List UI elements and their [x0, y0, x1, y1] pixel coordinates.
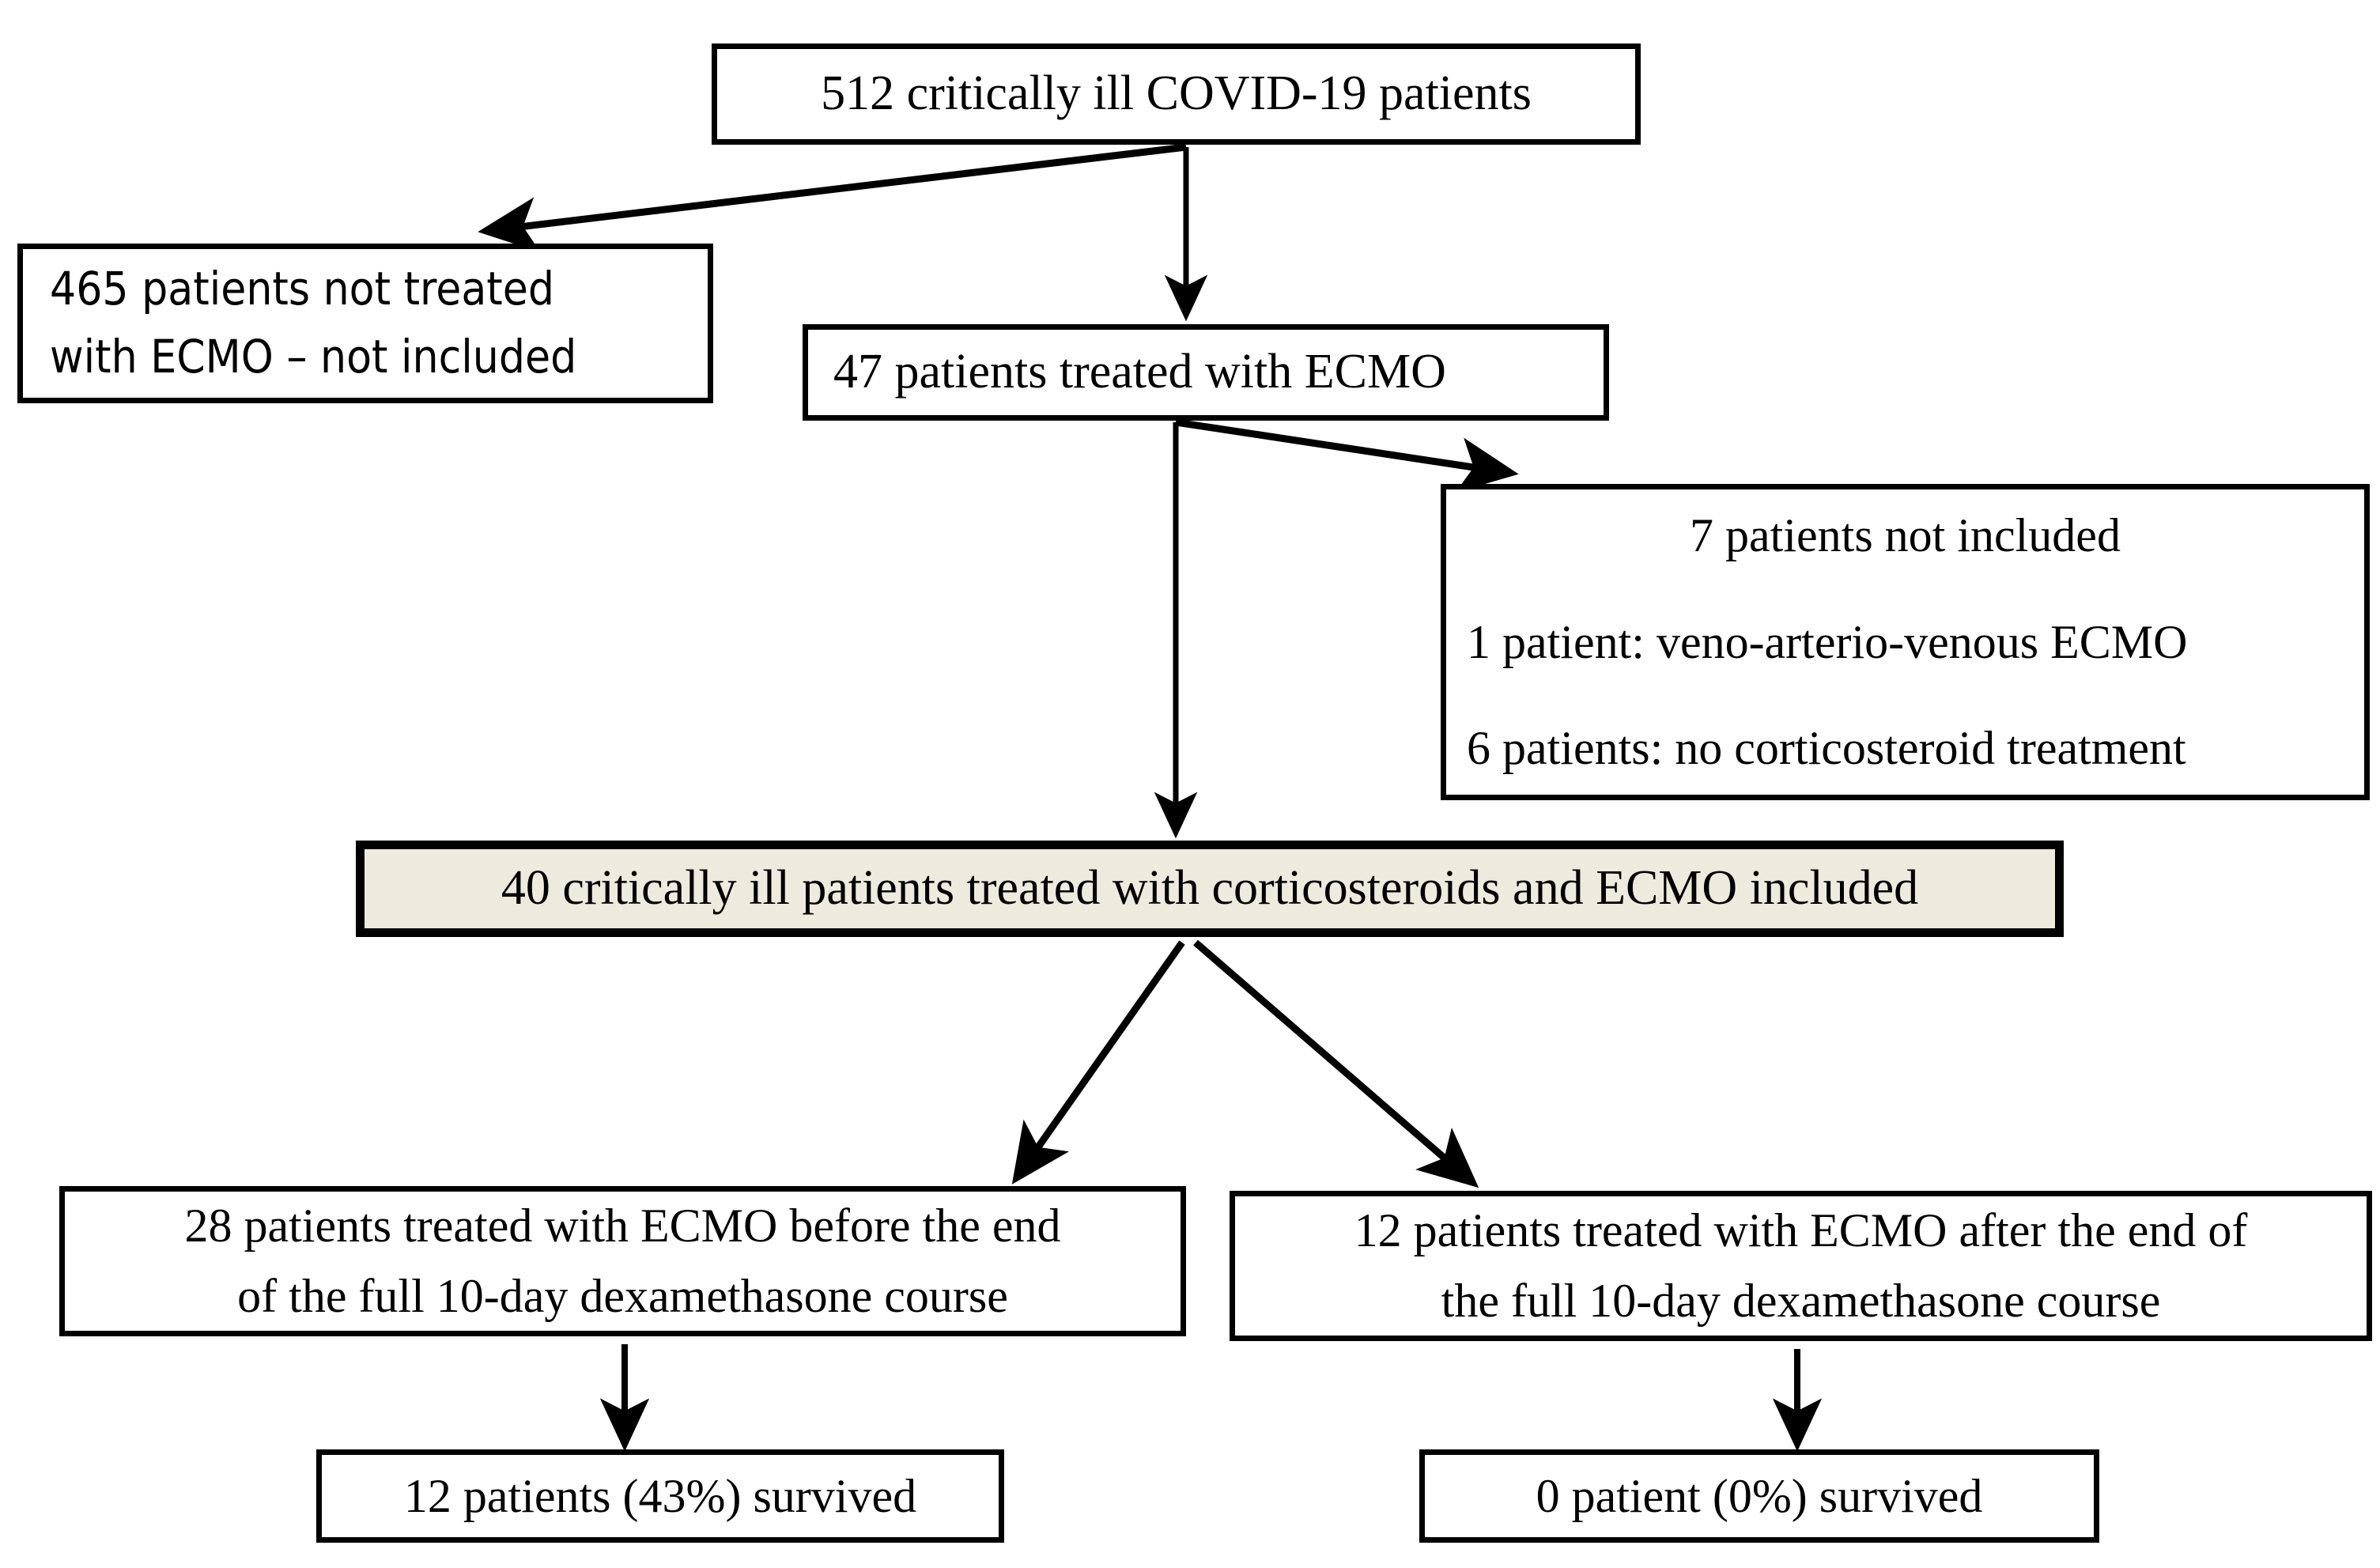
ecmo-before-box[interactable]: 28 patients treated with ECMO before the…	[59, 1186, 1186, 1336]
ecmo-treated-label: 47 patients treated with ECMO	[833, 345, 1446, 399]
not-treated-line-1: 465 patients not treated	[50, 262, 554, 316]
ecmo-treated-box[interactable]: 47 patients treated with ECMO	[803, 324, 1609, 421]
not-treated-line-2: with ECMO – not included	[50, 330, 577, 383]
excluded-total-label: 7 patients not included	[1690, 508, 2121, 561]
survived-before-label: 12 patients (43%) survived	[403, 1469, 917, 1522]
survived-after-label: 0 patient (0%) survived	[1536, 1469, 1983, 1522]
included-box[interactable]: 40 critically ill patients treated with …	[356, 841, 2064, 937]
excluded-no-corticosteroid-label: 6 patients: no corticosteroid treatment	[1467, 722, 2186, 775]
total-patients-box[interactable]: 512 critically ill COVID-19 patients	[712, 43, 1641, 145]
ecmo-after-box[interactable]: 12 patients treated with ECMO after the …	[1230, 1191, 2372, 1341]
edge-included-to-before	[1011, 940, 1185, 1185]
excluded-box[interactable]: 7 patients not included 1 patient: veno-…	[1441, 484, 2370, 800]
survived-before-box[interactable]: 12 patients (43%) survived	[316, 1449, 1004, 1543]
total-patients-label: 512 critically ill COVID-19 patients	[821, 66, 1532, 121]
not-treated-box[interactable]: 465 patients not treated with ECMO – not…	[17, 244, 713, 403]
survived-after-box[interactable]: 0 patient (0%) survived	[1419, 1449, 2099, 1543]
edge-ecmo-to-excluded	[1175, 418, 1519, 493]
excluded-vav-ecmo-label: 1 patient: veno-arterio-venous ECMO	[1467, 615, 2188, 668]
edge-included-to-after	[1193, 939, 1479, 1188]
included-label: 40 critically ill patients treated with …	[501, 861, 1919, 916]
edge-total-to-not-treated	[478, 143, 1187, 253]
ecmo-after-line-2: the full 10-day dexamethasone course	[1441, 1275, 2161, 1327]
ecmo-before-line-1: 28 patients treated with ECMO before the…	[184, 1200, 1061, 1253]
ecmo-before-line-2: of the full 10-day dexamethasone course	[237, 1270, 1008, 1322]
ecmo-after-line-1: 12 patients treated with ECMO after the …	[1354, 1204, 2248, 1257]
